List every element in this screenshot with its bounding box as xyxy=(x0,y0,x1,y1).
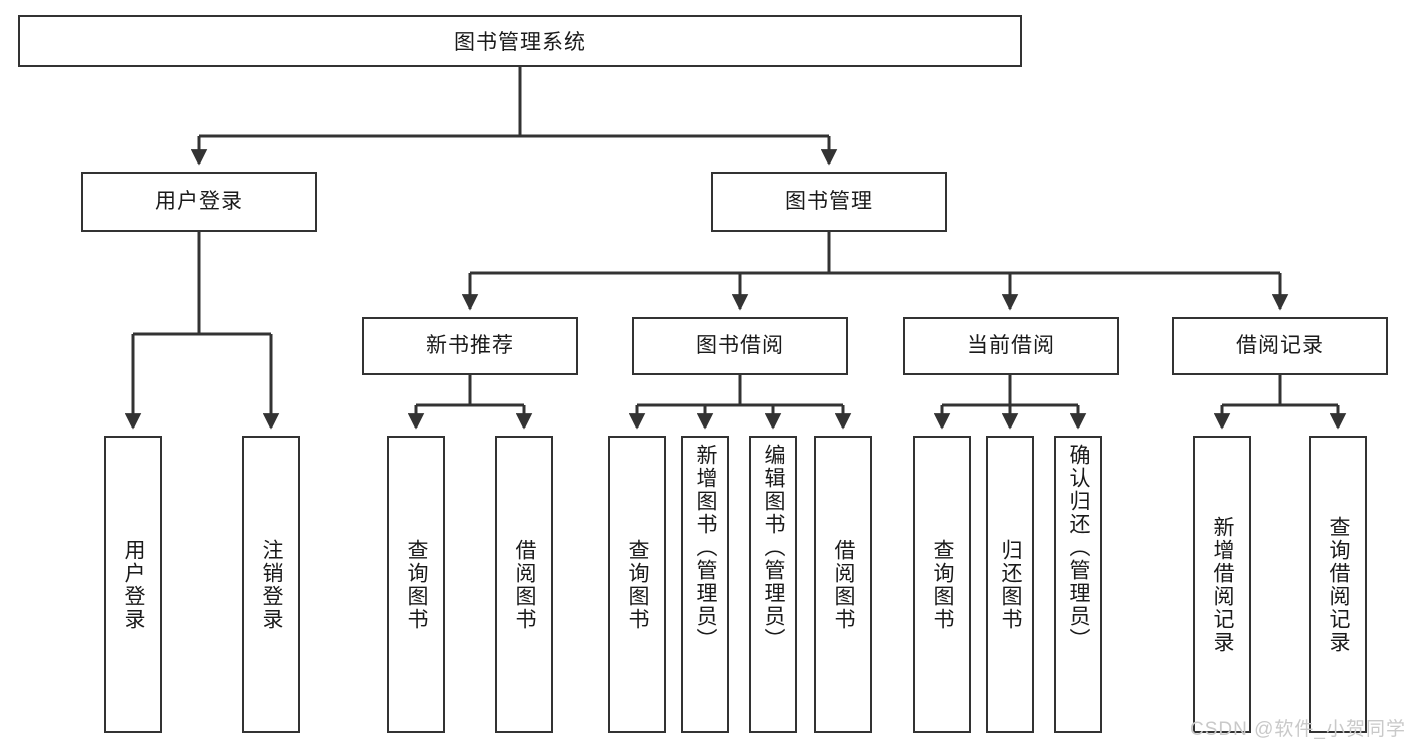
node-new-book-recommend-label: 新书推荐 xyxy=(426,334,514,358)
node-leaf-add-record-label: 新增借阅记录 xyxy=(1211,515,1234,654)
node-root[interactable]: 图书管理系统 xyxy=(18,15,1022,67)
node-leaf-borrow-book-1[interactable]: 借阅图书 xyxy=(495,436,553,733)
node-leaf-return-book-label: 归还图书 xyxy=(999,538,1022,631)
node-leaf-borrow-book-1-label: 借阅图书 xyxy=(513,538,536,631)
node-leaf-query-book-3[interactable]: 查询图书 xyxy=(913,436,971,733)
node-leaf-query-book-2[interactable]: 查询图书 xyxy=(608,436,666,733)
node-leaf-return-book[interactable]: 归还图书 xyxy=(986,436,1034,733)
node-leaf-add-book[interactable]: 新增图书（管理员） xyxy=(681,436,729,733)
node-leaf-confirm-return-label: 确认归还（管理员） xyxy=(1067,444,1090,651)
node-leaf-add-record[interactable]: 新增借阅记录 xyxy=(1193,436,1251,733)
node-leaf-confirm-return[interactable]: 确认归还（管理员） xyxy=(1054,436,1102,733)
node-leaf-query-book-2-label: 查询图书 xyxy=(626,538,649,631)
watermark-text: CSDN @软件_小贺同学 xyxy=(1190,719,1405,740)
node-book-management[interactable]: 图书管理 xyxy=(711,172,947,232)
node-leaf-edit-book[interactable]: 编辑图书（管理员） xyxy=(749,436,797,733)
node-leaf-user-logout[interactable]: 注销登录 xyxy=(242,436,300,733)
node-book-management-label: 图书管理 xyxy=(785,190,873,214)
node-leaf-add-book-label: 新增图书（管理员） xyxy=(694,444,717,651)
node-leaf-query-record[interactable]: 查询借阅记录 xyxy=(1309,436,1367,733)
node-leaf-query-book-1[interactable]: 查询图书 xyxy=(387,436,445,733)
node-leaf-query-book-1-label: 查询图书 xyxy=(405,538,428,631)
node-leaf-query-book-3-label: 查询图书 xyxy=(931,538,954,631)
node-leaf-borrow-book-2[interactable]: 借阅图书 xyxy=(814,436,872,733)
node-current-borrow-label: 当前借阅 xyxy=(967,334,1055,358)
node-user-login[interactable]: 用户登录 xyxy=(81,172,317,232)
node-leaf-borrow-book-2-label: 借阅图书 xyxy=(832,538,855,631)
node-leaf-query-record-label: 查询借阅记录 xyxy=(1327,515,1350,654)
node-current-borrow[interactable]: 当前借阅 xyxy=(903,317,1119,375)
node-user-login-label: 用户登录 xyxy=(155,190,243,214)
node-borrow-record-label: 借阅记录 xyxy=(1236,334,1324,358)
node-book-borrow[interactable]: 图书借阅 xyxy=(632,317,848,375)
node-leaf-edit-book-label: 编辑图书（管理员） xyxy=(762,444,785,651)
node-book-borrow-label: 图书借阅 xyxy=(696,334,784,358)
node-new-book-recommend[interactable]: 新书推荐 xyxy=(362,317,578,375)
node-leaf-user-login[interactable]: 用户登录 xyxy=(104,436,162,733)
node-leaf-user-logout-label: 注销登录 xyxy=(260,538,283,631)
node-leaf-user-login-label: 用户登录 xyxy=(122,538,145,631)
node-borrow-record[interactable]: 借阅记录 xyxy=(1172,317,1388,375)
node-root-label: 图书管理系统 xyxy=(454,31,586,54)
